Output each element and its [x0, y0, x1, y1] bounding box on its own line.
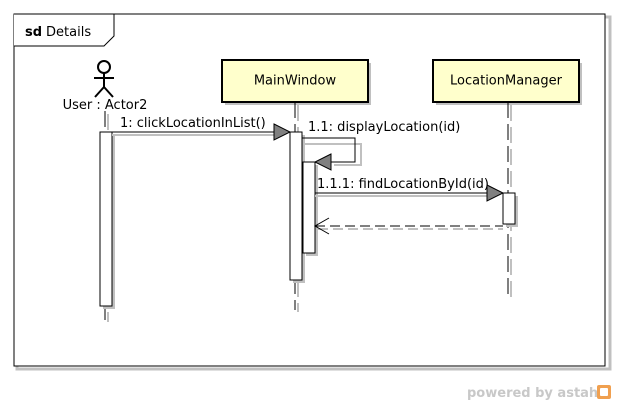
return-message-arrowhead: [313, 217, 330, 235]
watermark-text: powered by astah*: [467, 386, 605, 401]
message-1-label: 1: clickLocationInList(): [120, 116, 266, 131]
main-window-label: MainWindow: [254, 74, 337, 89]
main-window-box: [221, 59, 369, 103]
message-1-1-label: 1.1: displayLocation(id): [308, 120, 460, 135]
frame-keyword: sd: [25, 25, 42, 40]
message-1-1-arrowhead: [313, 153, 332, 171]
actor-activation: [99, 131, 113, 307]
location-manager-box: [432, 59, 580, 103]
actor-icon: [94, 60, 114, 98]
frame-tab: [14, 13, 115, 47]
message-1-arrowhead: [273, 123, 292, 141]
astah-logo-icon: [597, 385, 611, 399]
main-window-activation: [289, 131, 303, 281]
actor-label: User : Actor2: [63, 98, 148, 113]
location-manager-label: LocationManager: [450, 74, 563, 89]
frame-name: Details: [46, 25, 91, 40]
frame-label: sd Details: [25, 25, 91, 40]
main-window-nested-activation: [302, 161, 316, 254]
message-1-1-1-label: 1.1.1: findLocationById(id): [317, 177, 489, 192]
message-1-1-1-arrowhead: [486, 184, 505, 202]
location-manager-activation: [502, 192, 516, 225]
message-1-1-line: [302, 137, 356, 163]
